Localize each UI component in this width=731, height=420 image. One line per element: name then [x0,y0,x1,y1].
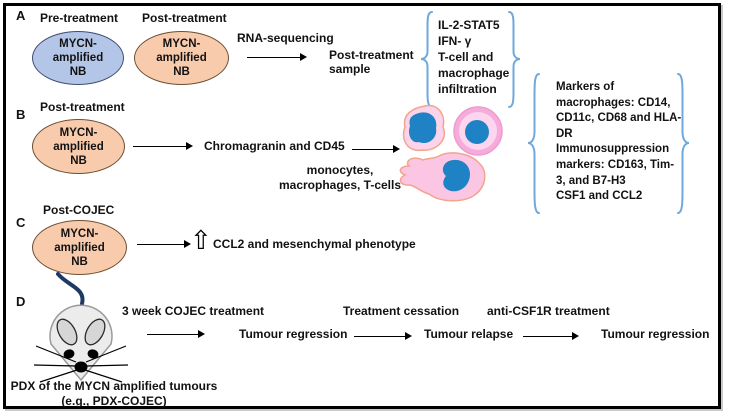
ellipse-line: NB [71,255,88,268]
step1-title: 3 week COJEC treatment [122,304,265,318]
ellipse-line: amplified [52,52,104,64]
mouse-nose [74,361,88,373]
monocyte-cell-icon [402,104,446,152]
post-treatment-sample-label: Post-treatment sample [329,48,414,76]
arrow-right-icon [352,145,400,154]
mouse-whiskers [34,345,129,383]
arrow-right-icon [354,332,412,341]
mouse-eye-left [63,349,75,359]
arrow-right-icon [523,332,579,341]
ccl2-finding-label: CCL2 and mesenchymal phenotype [213,237,416,251]
step1-result: Tumour regression [239,327,348,341]
curly-brace-left-icon [527,73,541,214]
post-cojec-label: Post-COJEC [43,203,115,217]
t-cell-icon [453,106,503,156]
ellipse-line: MYCN- [60,227,99,240]
post-treatment-tumor-ellipse-a: MYCN- amplified NB [134,31,229,85]
ellipse-line: NB [173,66,190,78]
ellipse-line: amplified [53,140,104,153]
panel-d-label: D [16,294,26,309]
marker-list: Markers of macrophages: CD14, CD11c, CD6… [556,81,682,203]
curly-brace-right-icon [676,73,690,214]
macrophage-cell-icon [399,152,486,202]
cell-types-label: monocytes, macrophages, T-cells [278,163,402,192]
panel-a-label: A [16,8,26,23]
curly-brace-right-icon [507,11,521,108]
post-cojec-tumor-ellipse: MYCN- amplified NB [32,220,127,275]
panel-b-label: B [16,107,26,122]
pre-treatment-label: Pre-treatment [40,11,119,25]
ellipse-line: NB [69,66,87,78]
rna-sequencing-label: RNA-sequencing [237,31,334,45]
immune-signature-list: IL-2-STAT5 IFN- γ T-cell and macrophage … [438,18,510,96]
figure-border [3,3,721,409]
arrow-right-icon [147,330,205,339]
step2-result: Tumour relapse [424,327,514,341]
ellipse-line: MYCN- [162,38,201,50]
mouse-ear-right [84,318,106,346]
step3-result: Tumour regression [601,327,710,341]
ellipse-line: NB [70,154,87,167]
mouse-tail [56,272,85,306]
pre-treatment-tumor-ellipse: MYCN- amplified NB [32,31,124,85]
mouse-ear-left [56,318,78,346]
arrow-right-icon [247,53,307,62]
stain-label: Chromagranin and CD45 [204,139,345,153]
up-arrow-icon: ⇧ [190,225,212,255]
immune-cells-illustration [399,104,503,202]
mouse-eye-right [87,349,99,359]
step2-title: Treatment cessation [343,304,460,318]
post-treatment-label-b: Post-treatment [40,100,125,114]
ellipse-line: MYCN- [59,38,97,50]
post-treatment-label-a: Post-treatment [142,11,227,25]
mouse-icon [34,272,129,383]
panel-c-label: C [16,215,26,230]
curly-brace-left-icon [420,11,434,108]
ellipse-line: amplified [156,52,207,64]
ellipse-line: amplified [54,241,105,254]
arrow-right-icon [133,142,193,151]
pdx-caption: PDX of the MYCN amplified tumours (e.g.,… [10,379,218,408]
arrow-right-icon [137,240,191,249]
step3-title: anti-CSF1R treatment [487,304,610,318]
post-treatment-tumor-ellipse-b: MYCN- amplified NB [32,119,125,174]
ellipse-line: MYCN- [59,126,98,139]
